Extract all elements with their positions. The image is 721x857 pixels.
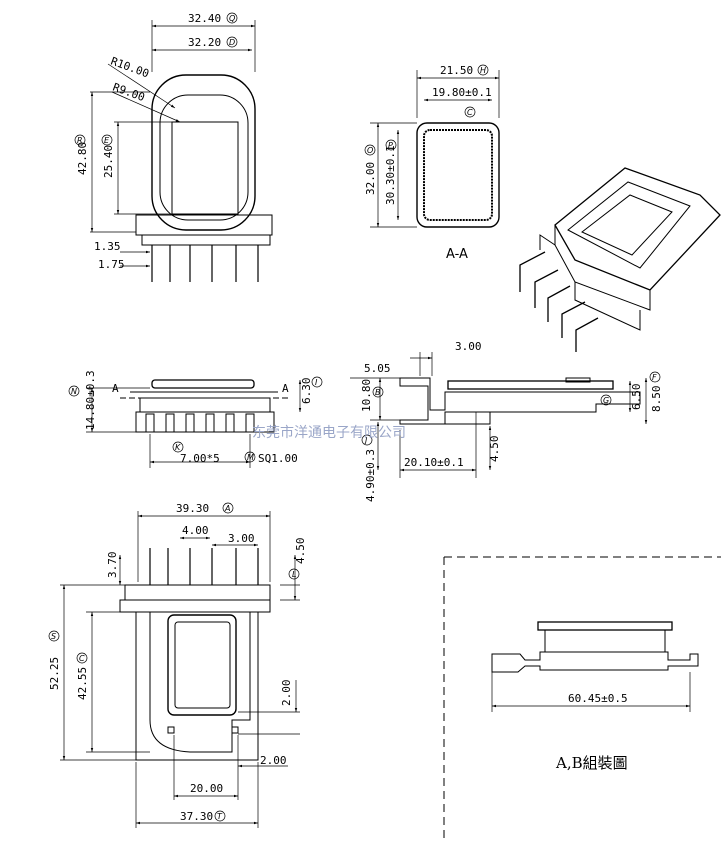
sec-dim-height-outer: 32.00 <box>364 162 377 195</box>
top-radius-outer: R10.00 <box>109 55 151 81</box>
tag-c: C <box>467 108 473 117</box>
bottom-dim-3-00: 3.00 <box>228 532 255 545</box>
bottom-dim-2-00-a: 2.00 <box>280 680 293 707</box>
cut-a-right: A <box>282 382 289 395</box>
tag-a: A <box>224 504 230 513</box>
assembly-view <box>443 556 721 840</box>
bottom-dim-37-30: 37.30 <box>180 810 213 823</box>
bottom-view-pins <box>149 548 259 585</box>
tag-b-circle <box>372 386 384 398</box>
top-dim-height-inner: 25.40 <box>102 145 115 178</box>
top-view-pins <box>151 245 259 282</box>
tag-f-circle <box>649 371 661 383</box>
bottom-dim-4-50: 4.50 <box>294 538 307 565</box>
tag-l-circle <box>288 568 300 580</box>
tag-o: O <box>367 146 373 155</box>
tag-h: H <box>480 66 486 75</box>
tag-r: R <box>77 136 83 145</box>
bottom-dim-height-outer: 52.25 <box>48 657 61 690</box>
front-dim-top: 6.30 <box>300 378 313 405</box>
tag-j: J <box>363 436 368 445</box>
tag-e: E <box>104 136 110 145</box>
top-dim-height-outer: 42.80 <box>76 142 89 175</box>
tag-k: K <box>175 443 181 452</box>
tag-l: L <box>292 570 296 579</box>
bottom-dim-20-00: 20.00 <box>190 782 223 795</box>
tag-j-circle <box>361 434 373 446</box>
sec-dim-width-outer: 21.50 <box>440 64 473 77</box>
side-dim-5-05: 5.05 <box>364 362 391 375</box>
tag-d-circle <box>226 36 238 48</box>
tag-c2: C <box>79 654 85 663</box>
top-dim-width-outer: 32.40 <box>188 12 221 25</box>
top-view <box>90 20 273 282</box>
tag-e-circle <box>101 134 113 146</box>
front-dim-height: 14.80±0.3 <box>84 370 97 430</box>
tag-d: D <box>229 38 235 47</box>
side-dim-3-00: 3.00 <box>455 340 482 353</box>
sec-dim-height-inner: 30.30±0.1 <box>384 145 397 205</box>
front-dim-pin: SQ1.00 <box>258 452 298 465</box>
tag-q-circle <box>226 12 238 24</box>
front-dim-pitch: 7.00*5 <box>180 452 220 465</box>
tag-g-circle <box>600 394 612 406</box>
tag-g: G <box>603 396 609 405</box>
side-dim-8-50: 8.50 <box>650 386 663 413</box>
tag-r-circle <box>74 134 86 146</box>
tag-s-circle <box>48 630 60 642</box>
tag-i-circle <box>311 376 323 388</box>
tag-f: F <box>652 373 657 382</box>
front-view-pins <box>145 413 255 433</box>
tag-s: S <box>51 632 56 641</box>
bottom-dim-height-inner: 42.55 <box>76 667 89 700</box>
tag-t: T <box>217 812 223 821</box>
section-label: A-A <box>446 247 468 262</box>
bottom-dim-3-70: 3.70 <box>106 552 119 579</box>
assembly-caption: A,B組裝圖 <box>555 754 628 772</box>
tag-h-circle <box>477 64 489 76</box>
side-dim-6-50: 6.50 <box>630 384 643 411</box>
section-view <box>370 70 500 228</box>
side-dim-20-10: 20.10±0.1 <box>404 456 464 469</box>
sec-dim-width-inner: 19.80±0.1 <box>432 86 492 99</box>
watermark: 东莞市洋通电子有限公司 <box>252 424 406 441</box>
tag-t-circle <box>214 810 226 822</box>
assembly-dim-total: 60.45±0.5 <box>568 692 628 705</box>
tag-c-circle <box>464 106 476 118</box>
tag-k-circle <box>172 441 184 453</box>
top-dim-pin-b: 1.75 <box>98 258 125 271</box>
tag-a-circle <box>222 502 234 514</box>
tag-p-circle <box>385 139 397 151</box>
top-dim-width-inner: 32.20 <box>188 36 221 49</box>
isometric-pins <box>519 251 599 352</box>
side-view <box>350 352 648 478</box>
bottom-dim-4-00: 4.00 <box>182 524 209 537</box>
bottom-dim-width: 39.30 <box>176 502 209 515</box>
bottom-view <box>60 511 300 828</box>
tag-q: Q <box>229 14 235 23</box>
tag-m: M <box>247 453 254 462</box>
tag-n: N <box>71 387 77 396</box>
top-radius-inner: R9.00 <box>111 81 147 105</box>
cut-a-left: A <box>112 382 119 395</box>
tag-c2-circle <box>76 652 88 664</box>
tag-p: P <box>388 141 393 150</box>
tag-b: B <box>375 388 381 397</box>
tag-n-circle <box>68 385 80 397</box>
side-dim-10-80: 10.80 <box>360 379 373 412</box>
isometric-view <box>519 167 721 352</box>
side-dim-4-90: 4.90±0.3 <box>364 449 377 502</box>
tag-m-circle <box>244 451 256 463</box>
tag-i: I <box>315 378 318 387</box>
bottom-dim-2-00-b: 2.00 <box>260 754 287 767</box>
tag-o-circle <box>364 144 376 156</box>
top-dim-pin-a: 1.35 <box>94 240 121 253</box>
side-dim-4-50: 4.50 <box>488 436 501 463</box>
